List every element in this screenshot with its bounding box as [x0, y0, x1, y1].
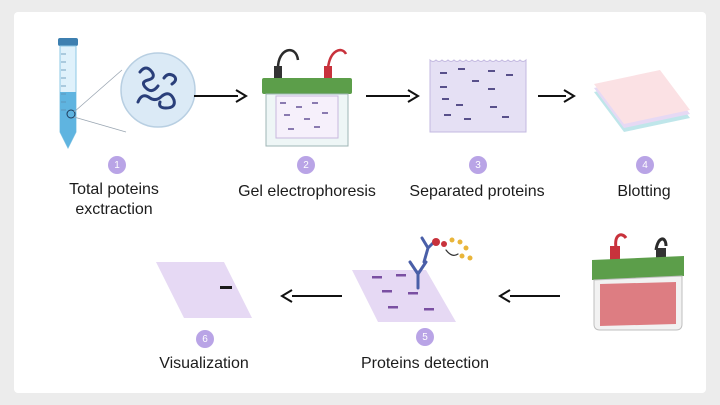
electrophoresis-tank-icon: [262, 48, 352, 147]
arrow-blot-to-5: [498, 289, 560, 303]
step-1-illustration: [44, 32, 196, 157]
step-1-badge: 1: [108, 156, 126, 174]
step-1-label-line2: exctraction: [75, 201, 153, 218]
diagram-card: 1 Total poteins exctraction 2 Gel electr…: [14, 12, 706, 393]
step-1-label: Total poteins exctraction: [52, 180, 176, 220]
falcon-tube-icon: [58, 38, 127, 150]
antibody-icon: [408, 236, 473, 290]
arrow-1-to-2: [194, 89, 248, 103]
step-5-badge: 5: [416, 328, 434, 346]
detection-membrane-icon: [352, 236, 473, 322]
step-2-label: Gel electrophoresis: [238, 183, 376, 200]
step-4-label: Blotting: [617, 183, 671, 200]
step-6-badge: 6: [196, 330, 214, 348]
step-3-badge: 3: [469, 156, 487, 174]
blotting-stack-icon: [594, 70, 690, 132]
step-3-label: Separated proteins: [409, 183, 545, 200]
arrow-3-to-4: [538, 89, 576, 103]
step-6-label: Visualization: [159, 355, 249, 372]
arrow-5-to-6: [280, 289, 342, 303]
gel-membrane-icon: [429, 58, 527, 133]
protein-magnifier-icon: [120, 52, 196, 128]
blot-tank-icon: [592, 233, 684, 331]
visualized-membrane-icon: [156, 262, 252, 318]
step-2-badge: 2: [297, 156, 315, 174]
step-1-label-line1: Total poteins: [69, 181, 159, 198]
arrow-2-to-3: [366, 89, 420, 103]
step-5-label: Proteins detection: [360, 355, 490, 372]
step-4-badge: 4: [636, 156, 654, 174]
